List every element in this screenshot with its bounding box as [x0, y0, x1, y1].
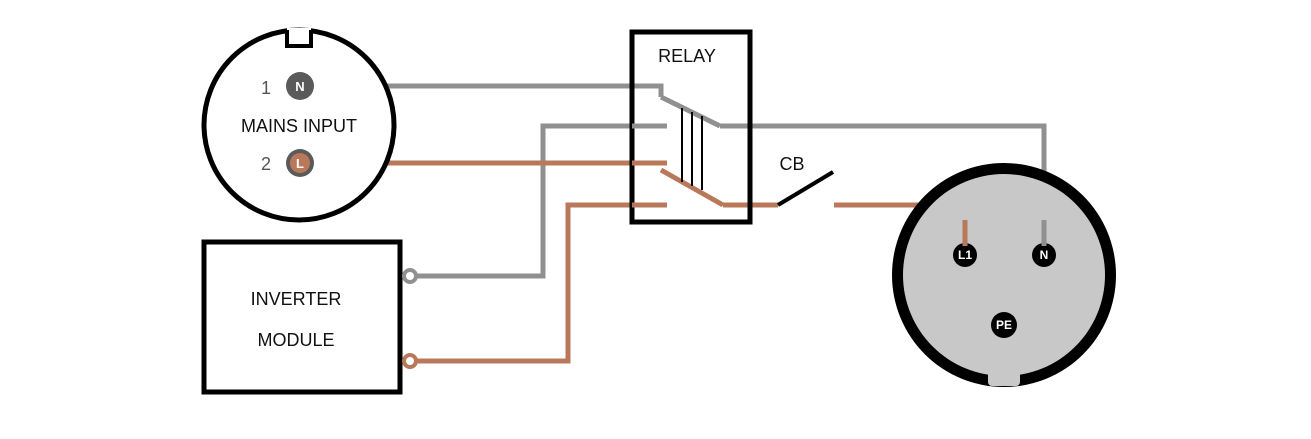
- socket-pin-n: [1032, 243, 1056, 267]
- mains-terminal-n: [286, 72, 314, 100]
- mains-input-connector: 1 N MAINS INPUT 2 L: [201, 27, 397, 223]
- mains-input-label: MAINS INPUT: [241, 116, 357, 136]
- output-socket: L1 N PE: [892, 163, 1116, 387]
- socket-pin-l1-label: L1: [958, 248, 972, 262]
- mains-pin-2-number: 2: [261, 154, 271, 174]
- mains-terminal-n-label: N: [295, 79, 304, 94]
- socket-key-notch: [988, 368, 1020, 386]
- socket-pin-l1: [953, 243, 977, 267]
- mains-terminal-l-inner: [290, 153, 310, 173]
- mains-input-key-outline: [285, 30, 313, 48]
- mains-terminal-l-label: L: [296, 156, 304, 171]
- wire-mains-neutral: [300, 83, 664, 97]
- socket-face: [903, 174, 1105, 376]
- inverter-module: INVERTER MODULE: [201, 239, 418, 395]
- inverter-label-line1: INVERTER: [251, 289, 342, 309]
- socket-pin-pe-label: PE: [996, 318, 1012, 332]
- socket-pin-pe: [991, 312, 1017, 338]
- relay-blade-live: [659, 167, 725, 208]
- inverter-terminal-live: [402, 353, 418, 369]
- breaker-label: CB: [779, 154, 804, 174]
- inverter-box: [201, 239, 403, 395]
- socket-pin-n-label: N: [1040, 248, 1049, 262]
- breaker-contact-blade: [776, 170, 835, 207]
- mains-input-key-notch: [287, 28, 311, 44]
- wire-inverter-neutral: [412, 123, 667, 279]
- relay-label: RELAY: [658, 46, 716, 66]
- mains-pin-1-number: 1: [261, 78, 271, 98]
- relay-blade-neutral: [659, 94, 722, 129]
- relay: RELAY: [629, 29, 753, 225]
- circuit-breaker: CB: [776, 154, 835, 207]
- inverter-label-line2: MODULE: [257, 330, 334, 350]
- wire-inverter-live: [412, 202, 667, 364]
- inverter-terminal-neutral: [402, 268, 418, 284]
